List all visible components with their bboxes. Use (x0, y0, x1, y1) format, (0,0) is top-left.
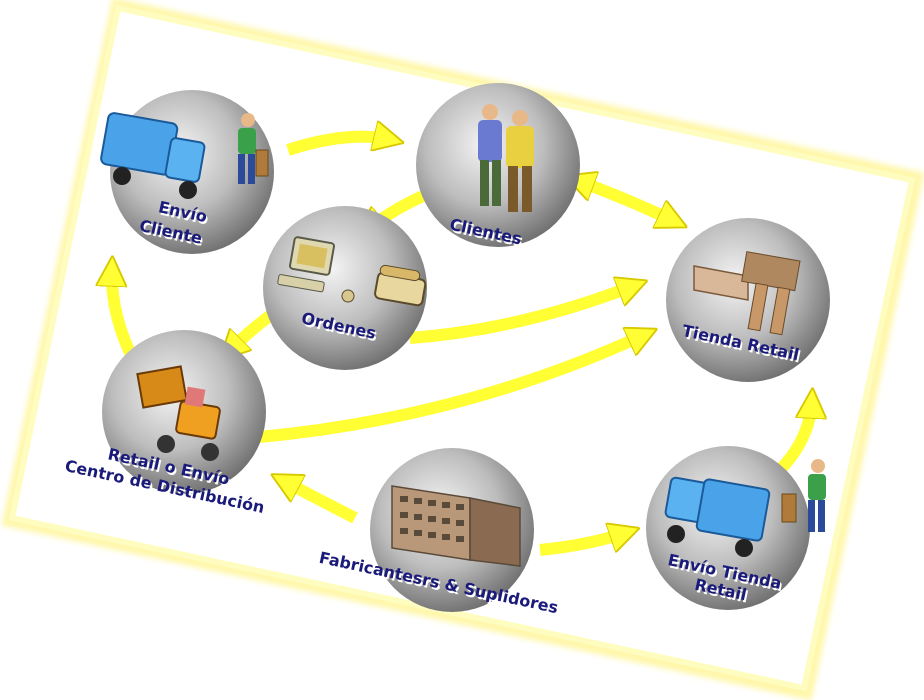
telephone-icon (341, 264, 427, 307)
arrow-envio-tienda-to-tienda (773, 400, 812, 477)
node-ordenes: Ordenes Ordenes (263, 206, 427, 370)
arrow-envio-to-clientes (286, 137, 392, 156)
arrow-clientes-tienda-bidirectional (576, 180, 676, 222)
arrow-ordenes-to-tienda (409, 285, 636, 344)
node-tienda-retail: Tienda Retail Tienda Retail (666, 218, 830, 382)
worker-icon (781, 459, 826, 532)
forklift-icon (136, 365, 221, 461)
delivery-truck-icon (100, 112, 206, 199)
worker-icon (238, 113, 269, 184)
computer-icon (277, 236, 335, 293)
factory-building-icon (391, 485, 521, 567)
arrow-fabricantes-to-retail (282, 480, 358, 524)
arrow-retail-to-tienda (247, 334, 646, 444)
node-envio-cliente: Envío Envío Cliente Cliente (100, 90, 274, 254)
node-envio-tienda-retail: Envío Tienda Envío Tienda Retail Retail (646, 446, 826, 610)
two-people-icon (478, 104, 534, 212)
delivery-truck-icon (664, 476, 771, 557)
arrow-fabricantes-to-envio-tienda (539, 532, 628, 556)
node-clientes: Clientes Clientes (416, 83, 580, 251)
store-building-icon (693, 251, 801, 336)
